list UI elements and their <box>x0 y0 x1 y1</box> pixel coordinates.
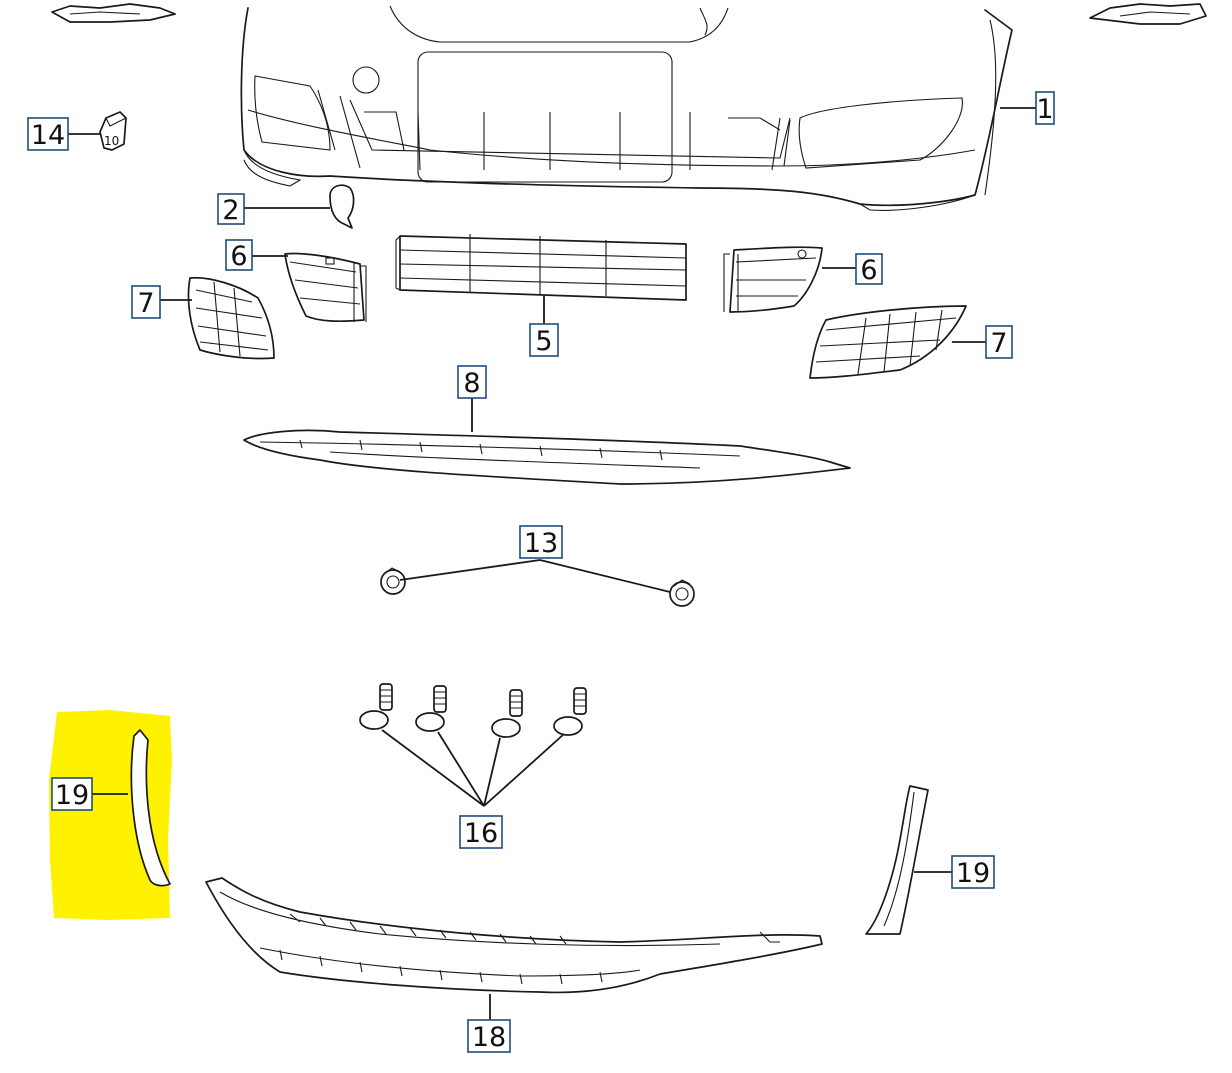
lower-reinforcement <box>243 429 851 485</box>
callout-16: 16 <box>459 815 503 849</box>
callout-6-left-label: 6 <box>230 241 247 272</box>
callout-13: 13 <box>519 525 563 559</box>
fog-grille-right <box>809 305 967 379</box>
callout-5: 5 <box>529 323 559 357</box>
callout-1-label: 1 <box>1036 94 1053 125</box>
callout-2: 2 <box>217 193 245 226</box>
callout-18: 18 <box>467 1019 511 1053</box>
bumper-cover <box>240 5 1013 211</box>
highlight-marker <box>49 710 172 920</box>
callout-7-right-label: 7 <box>990 328 1007 359</box>
clip-left <box>380 567 406 595</box>
callout-6-right-label: 6 <box>860 255 877 286</box>
callout-13-label: 13 <box>524 528 558 559</box>
screw-3 <box>491 689 523 738</box>
callout-7-left-label: 7 <box>137 288 154 319</box>
grille-insert-left <box>284 252 367 323</box>
callout-14-label: 14 <box>31 120 65 151</box>
screw-2 <box>415 685 447 732</box>
fragment-top-right <box>1089 3 1207 25</box>
callout-6-right: 6 <box>855 253 883 286</box>
callout-19-left: 19 <box>51 777 93 811</box>
callout-8-label: 8 <box>463 368 480 399</box>
callout-18-label: 18 <box>472 1022 506 1053</box>
tow-hook-cap <box>329 184 355 229</box>
callout-6-left: 6 <box>225 239 253 272</box>
trim-strip-left <box>130 729 171 887</box>
clip-right <box>669 579 695 607</box>
callout-19-left-label: 19 <box>55 780 89 811</box>
trim-strip-right <box>865 785 929 935</box>
callout-2-label: 2 <box>222 195 239 226</box>
callout-14: 14 <box>27 117 69 151</box>
fragment-top-left <box>51 3 176 23</box>
fog-grille-left <box>187 276 275 360</box>
callout-16-label: 16 <box>464 818 498 849</box>
callout-19-right: 19 <box>951 855 995 889</box>
lower-spoiler <box>205 877 823 994</box>
grille-insert-right <box>723 246 823 313</box>
center-grille <box>395 234 687 301</box>
sticker-label: 10 <box>104 134 119 148</box>
leader-lines <box>68 107 1036 1020</box>
callout-8: 8 <box>457 365 487 399</box>
screw-1 <box>359 683 393 730</box>
callout-19-right-label: 19 <box>956 858 990 889</box>
sticker-part: 10 <box>99 111 127 151</box>
screw-4 <box>553 687 587 736</box>
callout-1: 1 <box>1035 91 1055 125</box>
callout-7-left: 7 <box>131 285 161 319</box>
callout-5-label: 5 <box>535 326 552 357</box>
callout-7-right: 7 <box>985 325 1013 359</box>
